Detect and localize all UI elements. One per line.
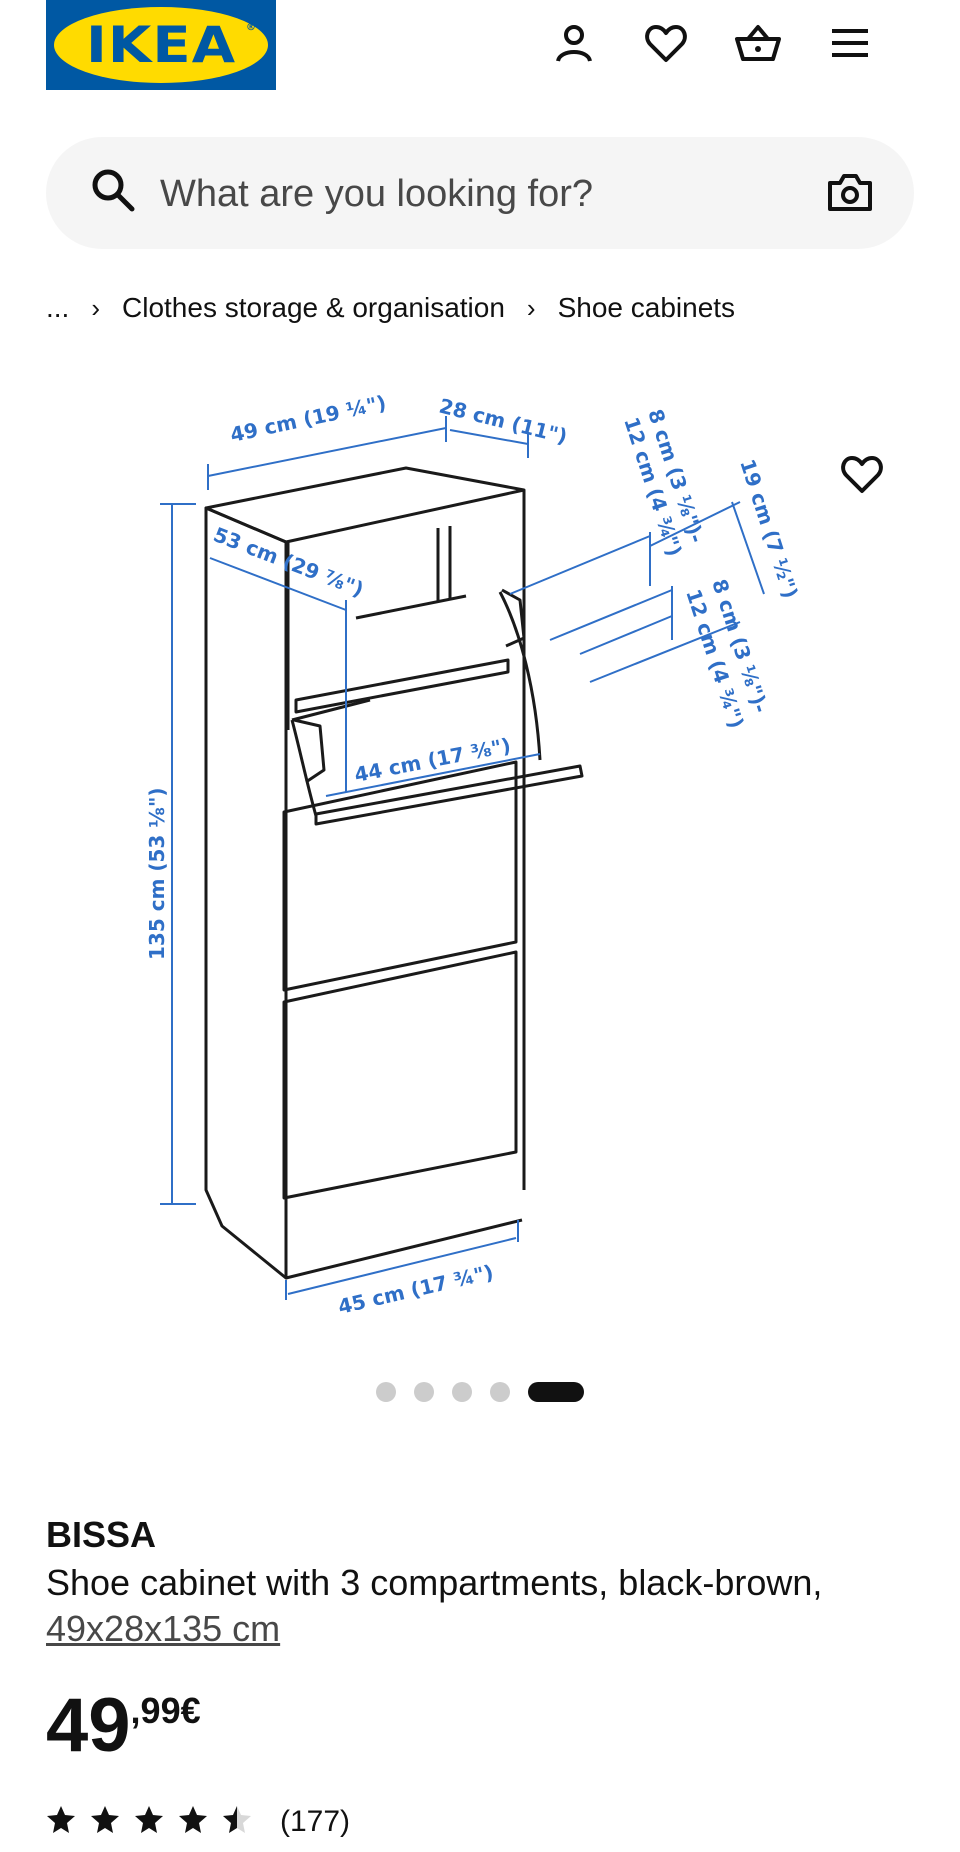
gallery-dot-4[interactable] <box>490 1382 510 1402</box>
product-description: Shoe cabinet with 3 compartments, black-… <box>46 1560 926 1652</box>
gallery-dot-2[interactable] <box>414 1382 434 1402</box>
drawer-bottom <box>282 950 518 1200</box>
chevron-right-icon: › <box>526 292 536 323</box>
ikea-logo[interactable]: IKEA ® <box>46 0 276 90</box>
star-half-icon <box>222 1804 252 1839</box>
cabinet-side <box>204 506 288 1280</box>
dim-flap-depth: 19 cm (7 ½") <box>735 456 803 601</box>
flap-open <box>314 764 584 826</box>
product-brand: BISSA <box>46 1514 157 1555</box>
breadcrumb-ellipsis[interactable]: ... <box>46 292 70 323</box>
star-full-icon <box>134 1804 164 1839</box>
drawer-middle <box>282 760 518 992</box>
gallery-pagination <box>0 1380 960 1404</box>
search-input[interactable] <box>158 163 782 225</box>
breadcrumb-item-clothes-storage[interactable]: Clothes storage & organisation <box>122 292 505 323</box>
product-rating[interactable]: (177) <box>46 1804 350 1839</box>
gallery-dot-3[interactable] <box>452 1382 472 1402</box>
price-decimal: ,99€ <box>130 1690 201 1731</box>
dim-width: 49 cm (19 ¼") <box>228 390 388 446</box>
product-size-link[interactable]: 49x28x135 cm <box>46 1608 281 1649</box>
search-icon[interactable] <box>90 167 136 218</box>
review-count[interactable]: (177) <box>280 1804 351 1838</box>
cabinet-top <box>204 466 526 544</box>
top-header: IKEA ® <box>0 0 960 100</box>
dim-height: 135 cm (53 ⅛") <box>145 787 169 960</box>
star-full-icon <box>46 1804 76 1839</box>
star-full-icon <box>90 1804 120 1839</box>
chevron-right-icon: › <box>91 292 101 323</box>
star-full-icon <box>178 1804 208 1839</box>
product-description-text: Shoe cabinet with 3 compartments, black-… <box>46 1562 823 1603</box>
gallery-dot-1[interactable] <box>376 1382 396 1402</box>
dim-base-width: 45 cm (17 ¾") <box>336 1260 496 1319</box>
heart-icon[interactable] <box>641 18 691 68</box>
basket-icon[interactable] <box>733 18 783 68</box>
gallery-dot-5-active[interactable] <box>528 1382 584 1402</box>
logo-oval: IKEA <box>54 7 268 83</box>
registered-mark: ® <box>246 22 256 33</box>
menu-icon[interactable] <box>825 18 875 68</box>
camera-icon[interactable] <box>826 169 874 220</box>
user-icon[interactable] <box>549 18 599 68</box>
add-to-favourites-icon[interactable] <box>840 452 890 502</box>
product-dimension-image[interactable]: 49 cm (19 ¼") 28 cm (11") 53 cm (29 ⅞") … <box>120 390 840 1330</box>
breadcrumb: ... › Clothes storage & organisation › S… <box>46 288 735 328</box>
product-price: 49,99€ <box>46 1688 201 1764</box>
logo-text: IKEA <box>85 16 237 74</box>
search-bar[interactable] <box>46 137 914 249</box>
breadcrumb-item-shoe-cabinets[interactable]: Shoe cabinets <box>557 292 736 323</box>
price-integer: 49 <box>46 1683 131 1768</box>
